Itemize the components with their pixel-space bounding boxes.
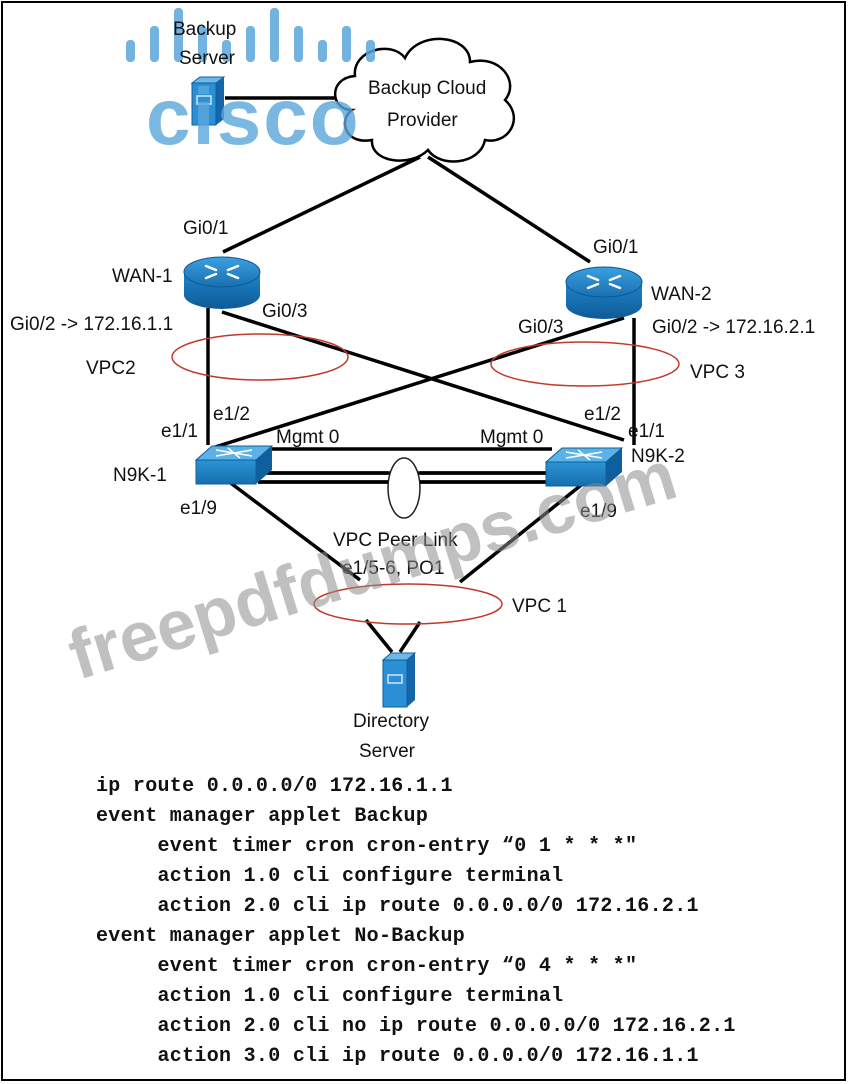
n9k2-e11-label: e1/1: [628, 421, 665, 442]
config-line: event timer cron cron-entry “0 4 * * *″: [96, 955, 637, 978]
wan1-label: WAN-1: [112, 266, 173, 287]
vpc1-label: VPC 1: [512, 596, 567, 617]
n9k1-label: N9K-1: [113, 465, 167, 486]
cloud-label-1: Backup Cloud: [368, 78, 486, 99]
config-line: event timer cron cron-entry “0 1 * * *″: [96, 835, 637, 858]
peer-link-label-1: VPC Peer Link: [333, 530, 458, 551]
wan1-router-icon: [183, 256, 261, 309]
link-cloud-wan1: [222, 155, 421, 254]
n9k2-mgmt-label: Mgmt 0: [480, 427, 543, 448]
vpc1-oval: [313, 583, 503, 625]
backup-server-icon: [190, 76, 226, 126]
vpc-labels: VPC2 VPC 3 VPC 1 VPC Peer Link e1/5-6, P…: [86, 358, 745, 617]
cisco-logo-text: cisco: [146, 72, 361, 161]
backup-server-label-1: Backup: [173, 19, 236, 40]
vpc3-label: VPC 3: [690, 362, 745, 383]
vpc3-oval: [490, 341, 680, 387]
n9k1-switch-icon: [194, 445, 274, 485]
link-n9k2-vpc1: [458, 476, 592, 584]
link-vpc1-directory-server-2: [398, 621, 422, 653]
link-wan2-n9k1: [211, 316, 625, 450]
config-line: ip route 0.0.0.0/0 172.16.1.1: [96, 775, 453, 798]
n9k2-e12-label: e1/2: [584, 404, 621, 425]
config-block: ip route 0.0.0.0/0 172.16.1.1 event mana…: [96, 775, 736, 1068]
config-line: event manager applet Backup: [96, 805, 428, 828]
wan1-gi03-label: Gi0/3: [262, 301, 307, 322]
wan1-gi01-label: Gi0/1: [183, 218, 228, 239]
link-vpc1-directory-server: [364, 618, 394, 654]
directory-server-label-2: Server: [359, 741, 416, 762]
directory-server-icon: [381, 652, 417, 708]
link-wan1-n9k2: [221, 310, 625, 442]
vpc2-oval: [171, 333, 349, 381]
n9k1-e19-label: e1/9: [180, 498, 217, 519]
node-labels: Backup Server Backup Cloud Provider WAN-…: [112, 19, 712, 762]
backup-server-label-2: Server: [179, 48, 236, 69]
wan2-router-icon: [565, 266, 643, 319]
vpc-groups: [171, 333, 680, 625]
n9k1-e12-label: e1/2: [213, 404, 250, 425]
config-line: action 2.0 cli no ip route 0.0.0.0/0 172…: [96, 1015, 736, 1038]
n9k2-switch-icon: [544, 447, 624, 487]
interface-labels: Gi0/1 Gi0/1 Gi0/2 -> 172.16.1.1 Gi0/3 Gi…: [10, 218, 815, 522]
directory-server-label-1: Directory: [353, 711, 430, 732]
config-line: action 1.0 cli configure terminal: [96, 865, 563, 888]
wan2-label: WAN-2: [651, 284, 712, 305]
backup-cloud: [333, 37, 516, 163]
peer-link-through: [258, 471, 552, 484]
config-line: action 1.0 cli configure terminal: [96, 985, 563, 1008]
link-n9k1-vpc1: [222, 476, 362, 582]
vpc2-label: VPC2: [86, 358, 136, 379]
peer-link-label-2: e1/5-6, PO1: [342, 558, 444, 579]
link-cloud-wan2: [427, 155, 591, 264]
wan2-gi03-label: Gi0/3: [518, 317, 563, 338]
wan2-gi02-label: Gi0/2 -> 172.16.2.1: [652, 317, 815, 338]
n9k2-label: N9K-2: [631, 446, 685, 467]
peer-link-oval: [387, 457, 421, 519]
config-line: action 2.0 cli ip route 0.0.0.0/0 172.16…: [96, 895, 699, 918]
n9k1-e11-label: e1/1: [161, 421, 198, 442]
wan2-gi01-label: Gi0/1: [593, 237, 638, 258]
wan1-gi02-label: Gi0/2 -> 172.16.1.1: [10, 314, 173, 335]
config-line: action 3.0 cli ip route 0.0.0.0/0 172.16…: [96, 1045, 699, 1068]
cisco-logo-watermark: [126, 8, 375, 62]
cloud-label-2: Provider: [387, 110, 458, 131]
links: [206, 96, 636, 654]
n9k2-e19-label: e1/9: [580, 501, 617, 522]
config-line: event manager applet No-Backup: [96, 925, 465, 948]
n9k1-mgmt-label: Mgmt 0: [276, 427, 339, 448]
